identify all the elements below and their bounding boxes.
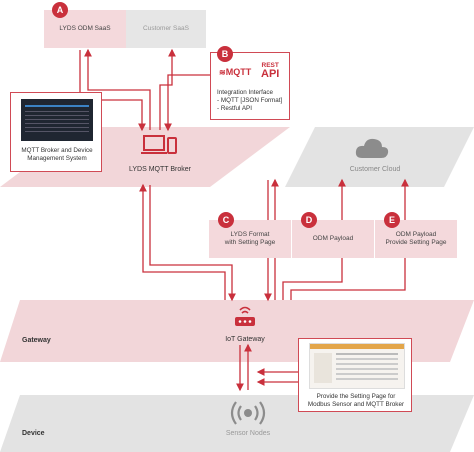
gateway-layer-label: Gateway — [22, 337, 51, 344]
sensor-signal-icon — [230, 401, 266, 425]
broker-caption-line1: MQTT Broker and Device — [21, 147, 93, 154]
badge-e-text: E — [388, 215, 395, 225]
setting-caption-line2: Modbus Sensor and MQTT Broker — [307, 401, 405, 408]
setting-page-caption: Provide the Setting Page for Modbus Sens… — [299, 393, 413, 409]
iot-gateway-label: IoT Gateway — [225, 336, 265, 343]
broker-caption-line2: Management System — [27, 155, 87, 162]
broker-label: LYDS MQTT Broker — [129, 166, 191, 173]
sensor-nodes-label: Sensor Nodes — [225, 430, 271, 437]
setting-caption-line1: Provide the Setting Page for — [316, 393, 396, 400]
mqtt-logo: ≋MQTT — [219, 67, 251, 77]
arrow-broker-to-lyds-saas — [84, 48, 151, 130]
rest-logo-bottom: API — [261, 68, 280, 80]
payload-c-line1: LYDS Format — [230, 230, 270, 238]
wave-icon: ≋ — [219, 68, 226, 77]
lyds-odm-saas-label: LYDS ODM SaaS — [59, 24, 111, 32]
router-icon — [235, 306, 255, 326]
broker-management-caption: MQTT Broker and Device Management System — [11, 147, 103, 163]
arrow-broker-to-gateway — [149, 185, 236, 302]
setting-page-screenshot — [309, 343, 405, 389]
broker-management-box: MQTT Broker and Device Management System — [10, 92, 102, 172]
payload-e-line2: Provide Setting Page — [385, 239, 447, 246]
payload-e-line1: ODM Payload — [395, 230, 437, 238]
badge-b: B — [217, 46, 233, 62]
rest-box-line2: - MQTT [JSON Format] — [217, 97, 283, 104]
laptop-phone-icon — [141, 135, 177, 154]
rest-interface-box: ≋MQTT REST API Integration Interface - M… — [210, 52, 290, 120]
payload-c-line2: with Setting Page — [224, 239, 276, 246]
badge-c: C — [218, 212, 234, 228]
badge-d: D — [301, 212, 317, 228]
rest-box-line1: Integration Interface — [217, 89, 274, 96]
payload-d-line1: ODM Payload — [312, 234, 354, 242]
badge-d-text: D — [305, 215, 313, 225]
payload-d-box: ODM Payload — [292, 220, 374, 258]
customer-cloud-label: Customer Cloud — [349, 166, 401, 173]
badge-e: E — [384, 212, 400, 228]
customer-saas-label: Customer SaaS — [143, 24, 189, 32]
badge-a: A — [52, 2, 68, 18]
rest-logo-top: REST — [261, 62, 279, 69]
customer-saas-box: Customer SaaS — [126, 10, 206, 48]
rest-box-line3: - Restful API — [217, 105, 252, 112]
mqtt-logo-text: MQTT — [225, 67, 252, 77]
rest-box-text: Integration Interface - MQTT [JSON Forma… — [217, 89, 282, 113]
arrow-lyds-saas-to-broker — [79, 50, 146, 132]
cloud-icon — [355, 138, 389, 158]
arrow-broker-to-customer-saas — [159, 48, 176, 130]
badge-a-text: A — [56, 5, 64, 15]
setting-page-box: Provide the Setting Page for Modbus Sens… — [298, 338, 412, 412]
badge-c-text: C — [222, 215, 230, 225]
rest-api-logo: REST API — [261, 61, 280, 80]
badge-b-text: B — [221, 49, 229, 59]
arrow-gateway-to-broker — [139, 183, 226, 300]
dashboard-screenshot — [21, 99, 93, 141]
device-layer-label: Device — [22, 430, 45, 437]
arrow-rest-to-broker — [164, 74, 210, 132]
